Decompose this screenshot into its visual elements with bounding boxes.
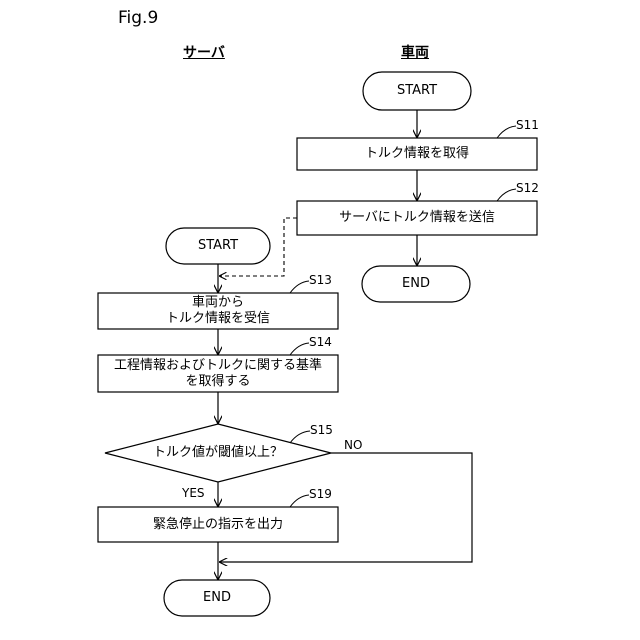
s19-step-label: S19 xyxy=(309,487,332,501)
s19-text: 緊急停止の指示を出力 xyxy=(98,507,338,542)
s13-leader xyxy=(290,281,309,293)
s14-text: 工程情報およびトルクに関する基準 を取得する xyxy=(98,355,338,392)
s13-text-line1: 車両から xyxy=(192,295,244,311)
s14-leader xyxy=(290,343,309,355)
server-start-label: START xyxy=(166,228,270,264)
s12-leader xyxy=(497,189,516,201)
s14-text-line2: を取得する xyxy=(185,374,250,390)
vehicle-end-label: END xyxy=(362,266,470,302)
s11-leader xyxy=(497,126,516,138)
s14-text-line1: 工程情報およびトルクに関する基準 xyxy=(114,358,322,374)
s13-text-line2: トルク情報を受信 xyxy=(166,311,270,327)
s11-text: トルク情報を取得 xyxy=(297,138,537,170)
s15-text: トルク値が閾値以上？ xyxy=(130,441,306,465)
s15-yes-label: YES xyxy=(182,486,205,500)
figure-title: Fig.9 xyxy=(118,8,158,28)
s15-no-label: NO xyxy=(344,438,362,452)
server-end-label: END xyxy=(164,580,270,616)
s11-step-label: S11 xyxy=(516,118,539,132)
s12-text: サーバにトルク情報を送信 xyxy=(297,201,537,235)
s13-step-label: S13 xyxy=(309,273,332,287)
s12-step-label: S12 xyxy=(516,181,539,195)
s14-step-label: S14 xyxy=(309,335,332,349)
lane-title-server: サーバ xyxy=(183,42,225,62)
vehicle-start-label: START xyxy=(363,72,471,110)
s19-leader xyxy=(290,495,309,507)
s15-step-label: S15 xyxy=(310,423,333,437)
lane-title-vehicle: 車両 xyxy=(401,42,429,62)
s13-text: 車両から トルク情報を受信 xyxy=(98,293,338,329)
